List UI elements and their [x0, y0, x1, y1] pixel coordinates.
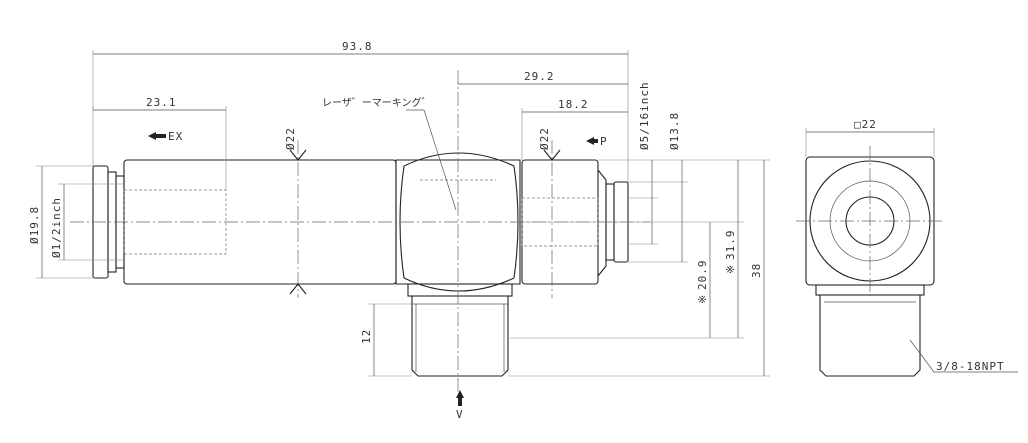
dim-ex-release-dia: Ø19.8 [28, 206, 41, 244]
dim-thread-length: 12 [360, 329, 373, 344]
port-ex-label: EX [168, 130, 183, 143]
approx-mark-a: ※ [696, 294, 709, 304]
dim-center-height-a: 20.9 [696, 260, 709, 291]
dim-body-dia-left: Ø22 [284, 127, 297, 150]
dim-tube-od-ex: Ø1/2inch [50, 197, 63, 258]
port-v-label: V [456, 408, 464, 421]
approx-mark-b: ※ [724, 264, 737, 274]
dim-ex-length: 23.1 [146, 96, 177, 109]
dim-body-dia-right: Ø22 [538, 127, 551, 150]
thread-body [411, 296, 509, 377]
end-view [796, 128, 1018, 377]
port-arrows [148, 132, 598, 406]
ex-arrow-icon [148, 132, 166, 140]
dimension-texts: 93.8 23.1 29.2 18.2 □22 Ø22 Ø22 Ø5/16inc… [28, 40, 1005, 421]
laser-marking-label: レーザ゛ーマーキング゛ [322, 96, 432, 109]
dim-p-release-dia: Ø13.8 [668, 112, 681, 150]
end-view-thread [819, 295, 921, 377]
dimension-lines [36, 50, 770, 377]
dim-total-height: 38 [750, 263, 763, 278]
thread-hex [407, 283, 513, 297]
dim-square-size: □22 [854, 118, 877, 131]
v-arrow-icon [456, 390, 464, 406]
side-view [70, 70, 650, 392]
dim-center-height-b: 31.9 [724, 230, 737, 261]
port-p-label: P [600, 135, 608, 148]
p-arrow-icon [586, 137, 598, 145]
dim-p-length: 18.2 [558, 98, 589, 111]
dim-overall-length: 93.8 [342, 40, 373, 53]
thread-spec-label: 3/8-18NPT [936, 360, 1005, 373]
ball-section [395, 159, 521, 285]
dim-p-offset: 29.2 [524, 70, 555, 83]
dim-tube-od-p: Ø5/16inch [638, 81, 651, 150]
